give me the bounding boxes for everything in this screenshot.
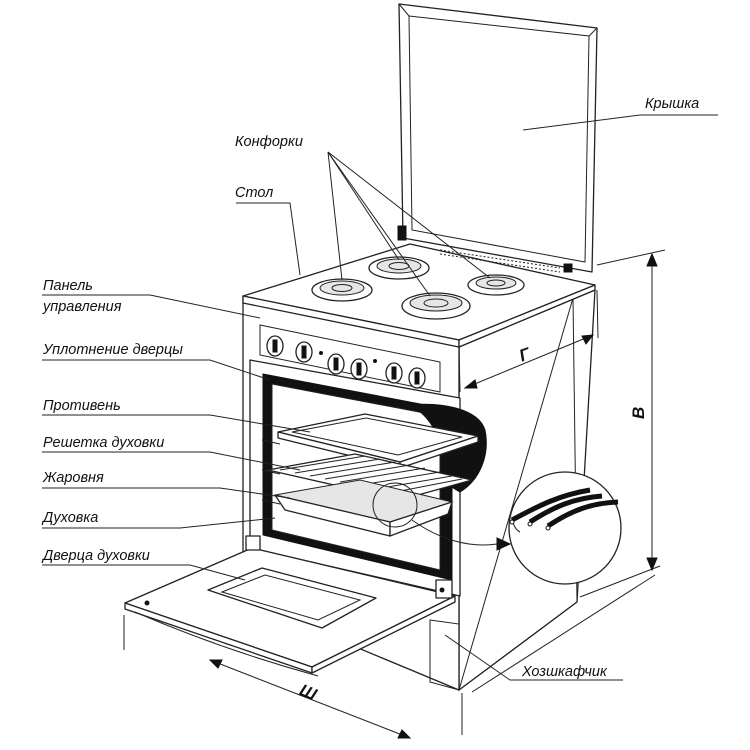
label-control-panel-2: управления	[42, 299, 122, 315]
detail-rails	[509, 487, 619, 533]
dimension-width: Ш	[297, 680, 320, 704]
text-labels: Крышка Конфорки Стол Панель управления У…	[41, 96, 699, 704]
label-lid: Крышка	[645, 96, 699, 112]
label-baking-tray: Противень	[43, 398, 121, 414]
label-table: Стол	[235, 185, 273, 201]
knob-4	[350, 358, 368, 380]
label-door-seal: Уплотнение дверцы	[42, 342, 183, 358]
burner-back-right	[467, 274, 525, 296]
oven-door	[124, 535, 456, 677]
knob-3	[327, 353, 345, 375]
burner-front-right	[401, 292, 471, 320]
label-drawer: Хозшкафчик	[521, 664, 608, 680]
lid	[397, 3, 598, 273]
roasting-pan	[274, 479, 454, 537]
vent-strip	[439, 249, 561, 273]
knob-2	[295, 341, 313, 363]
burner-back-left	[368, 256, 430, 280]
label-oven: Духовка	[41, 510, 98, 526]
label-oven-door: Дверца духовки	[41, 548, 150, 564]
burners	[311, 256, 525, 320]
knob-6	[408, 367, 426, 389]
dimension-height: В	[629, 407, 648, 419]
label-control-panel-1: Панель	[43, 278, 93, 294]
dimension-lines	[123, 249, 666, 739]
label-oven-rack: Решетка духовки	[43, 435, 164, 451]
control-panel	[259, 324, 441, 393]
detail-magnifier	[372, 471, 622, 585]
knob-1	[266, 335, 284, 357]
leader-lines	[42, 114, 718, 681]
label-burners: Конфорки	[235, 134, 303, 150]
label-roasting-pan: Жаровня	[42, 470, 104, 486]
burner-front-left	[311, 278, 373, 302]
knob-5	[385, 362, 403, 384]
side-rail-left	[261, 439, 281, 505]
